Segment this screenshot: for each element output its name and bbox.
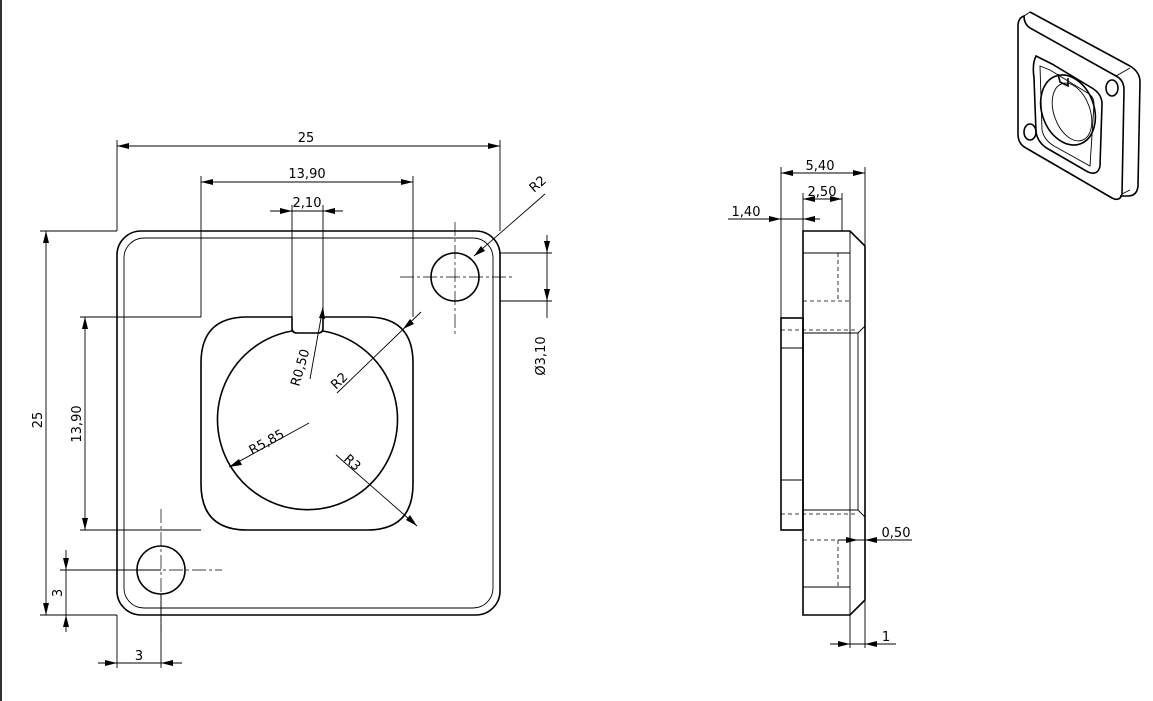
leader-pocket-outer-radius: R3 — [335, 452, 418, 527]
iso-bore — [1039, 74, 1097, 146]
plate-chamfer-edge — [123, 237, 494, 609]
iso-hole-bottom-left — [1023, 123, 1037, 141]
iso-top-edge — [1023, 11, 1131, 195]
dim-boss-height: 1,40 — [728, 205, 820, 222]
leader-pocket-radius-text: R2 — [328, 370, 351, 393]
bore-outline — [216, 330, 399, 511]
dim-overall-height-text: 25 — [31, 412, 46, 429]
dim-chamfer-small: 0,50 — [838, 526, 912, 543]
dim-hole-offset-y-text: 3 — [51, 589, 66, 597]
dim-flange-thickness-text: 2,50 — [808, 185, 837, 200]
dim-chamfer-small-text: 0,50 — [882, 526, 911, 541]
front-view: 25 13,90 2,10 25 13,90 — [31, 131, 552, 668]
dim-pocket-width-text: 13,90 — [288, 167, 325, 182]
dim-hole-offset-x: 3 — [98, 649, 182, 666]
dim-hole-diameter: Ø3,10 — [534, 235, 550, 376]
dim-overall-width-text: 25 — [298, 131, 315, 146]
side-hidden-lines — [781, 253, 858, 587]
dim-pocket-height-text: 13,90 — [70, 405, 85, 442]
side-flange-outline — [802, 230, 866, 616]
dim-overall-height: 25 — [31, 231, 49, 615]
dim-chamfer-large: 1 — [830, 630, 896, 647]
leader-pocket-radius: R2 — [328, 311, 422, 394]
dim-hole-offset-y: 3 — [51, 550, 69, 632]
iso-bore-inner — [1051, 82, 1093, 142]
dim-key-width: 2,10 — [270, 196, 343, 214]
dim-boss-height-text: 1,40 — [732, 205, 761, 220]
dim-total-thickness: 5,40 — [781, 159, 865, 176]
side-view: 5,40 2,50 1,40 0,50 1 — [728, 159, 912, 648]
dim-chamfer-large-text: 1 — [882, 630, 890, 645]
leader-pocket-outer-radius-text: R3 — [340, 452, 363, 475]
dim-hole-diameter-text: Ø3,10 — [534, 336, 549, 375]
iso-front-face — [1017, 14, 1125, 201]
leader-key-radius: R0,50 — [288, 306, 325, 388]
iso-hole-top-right — [1105, 79, 1119, 97]
dim-flange-thickness: 2,50 — [803, 185, 842, 202]
side-boss — [780, 317, 804, 531]
leader-bore-radius: R5,85 — [228, 422, 310, 468]
dim-total-thickness-text: 5,40 — [806, 159, 835, 174]
leader-corner-radius: R2 — [473, 173, 550, 257]
iso-view — [1017, 11, 1141, 201]
leader-key-radius-text: R0,50 — [288, 347, 313, 388]
iso-pocket — [1032, 54, 1103, 174]
iso-key — [1057, 73, 1069, 88]
leader-corner-radius-text: R2 — [527, 173, 550, 196]
extension-lines — [40, 140, 552, 668]
pocket-outline — [200, 316, 414, 531]
dim-pocket-width: 13,90 — [201, 167, 413, 185]
leader-bore-radius-text: R5,85 — [247, 427, 287, 459]
dim-hole-offset-x-text: 3 — [135, 649, 143, 664]
side-extension-lines — [780, 167, 866, 648]
dim-overall-width: 25 — [117, 131, 500, 149]
plate-outline — [116, 230, 501, 616]
dim-pocket-height: 13,90 — [70, 317, 88, 530]
iso-back-face — [1029, 11, 1141, 197]
dim-key-width-text: 2,10 — [293, 196, 322, 211]
